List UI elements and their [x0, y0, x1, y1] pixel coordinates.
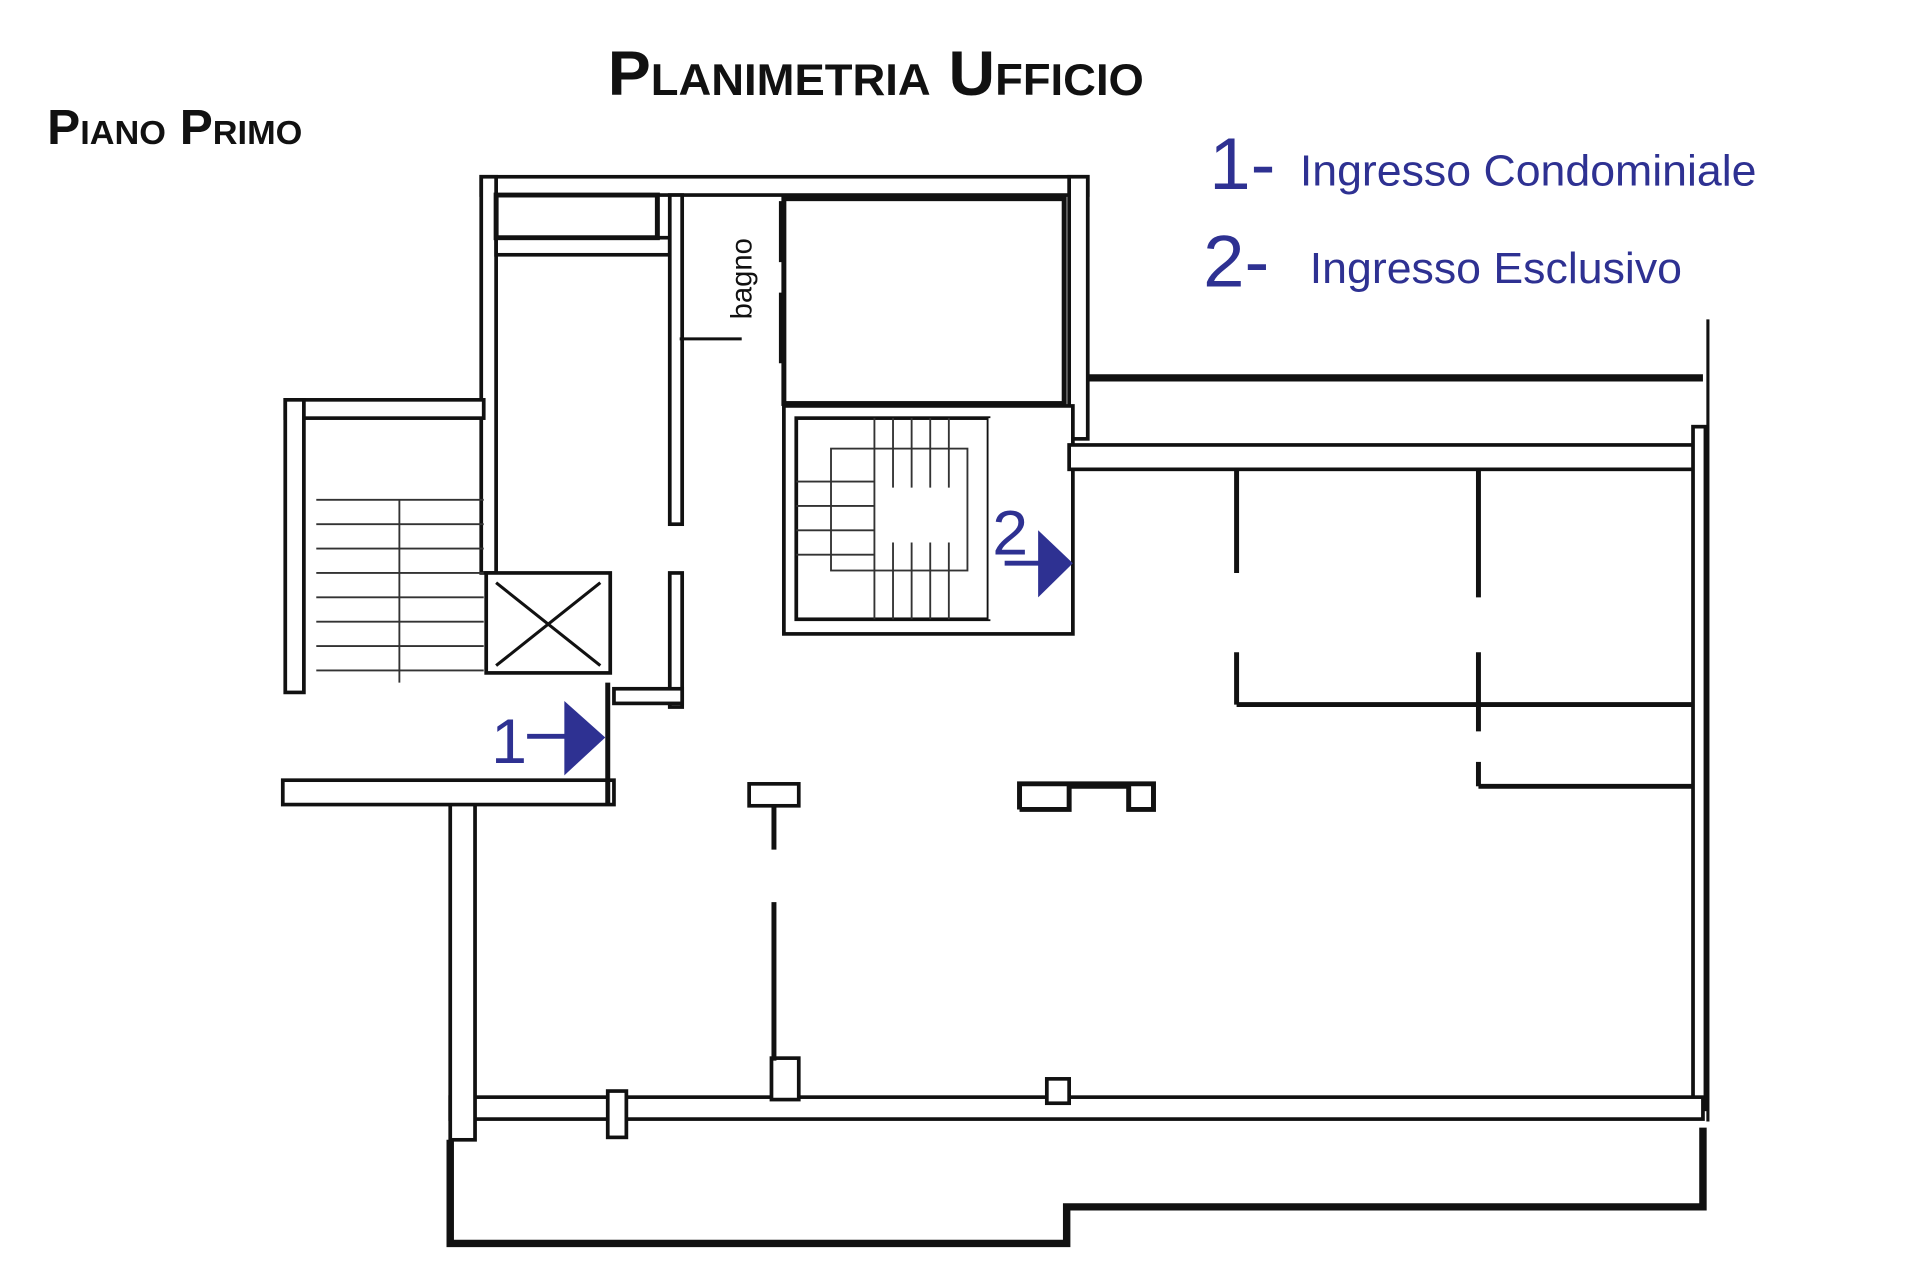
marker-number-1: 1 [491, 706, 527, 777]
legend-number-2: 2- [1203, 220, 1269, 302]
page-title: Planimetria Ufficio [608, 38, 1144, 109]
arrow-head-icon [1038, 530, 1073, 598]
marker-number-2: 2 [992, 497, 1028, 568]
room-label-bagno: bagno [725, 238, 758, 319]
entrance-marker-2: 2 [992, 497, 1073, 598]
legend-label-2: Ingresso Esclusivo [1310, 244, 1682, 293]
legend-label-1: Ingresso Condominiale [1300, 147, 1757, 196]
walls [280, 174, 1710, 1248]
arrow-head-icon [564, 700, 606, 776]
legend-number-1: 1- [1209, 123, 1275, 205]
entrance-marker-1: 1 [491, 700, 606, 777]
legend: 1- Ingresso Condominiale 2- Ingresso Esc… [1203, 123, 1756, 303]
floor-label: Piano Primo [47, 100, 302, 155]
